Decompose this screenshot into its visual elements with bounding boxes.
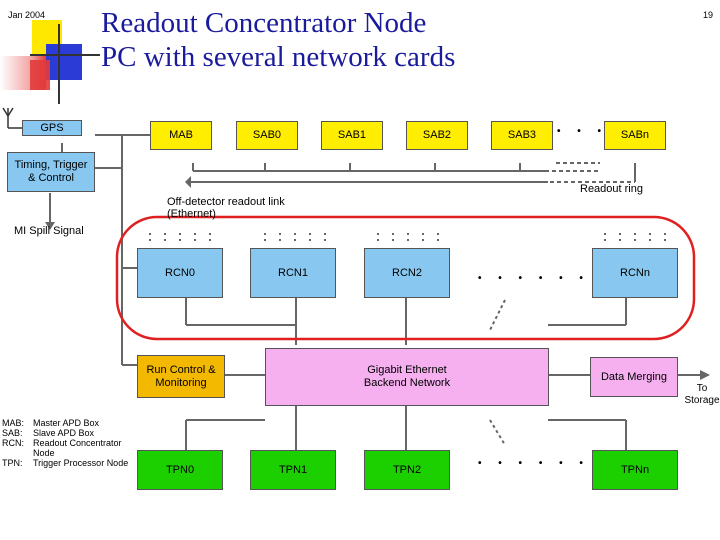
sab2-label: SAB2 <box>422 129 452 141</box>
legend-value: Readout Concentrator Node <box>33 438 122 458</box>
slide-title: Readout Concentrator Node PC with severa… <box>101 6 455 74</box>
run-control-label: Run Control & Monitoring <box>146 363 216 389</box>
legend-key: SAB: <box>2 428 23 438</box>
slide-page-number: 19 <box>703 10 714 20</box>
sab1-label: SAB1 <box>337 129 367 141</box>
tpn0-box: TPN0 <box>137 450 223 490</box>
legend-row: SAB: Slave APD Box <box>2 428 129 438</box>
readout-ring-label: Readout ring <box>580 183 643 195</box>
gps-box: GPS <box>22 120 82 136</box>
legend-row: RCN: Readout Concentrator Node <box>2 438 129 458</box>
data-merging-label: Data Merging <box>600 370 668 383</box>
to-storage-label: To Storage <box>684 383 720 406</box>
run-control-box: Run Control & Monitoring <box>137 355 225 398</box>
sab0-label: SAB0 <box>252 129 282 141</box>
tpn0-label: TPN0 <box>165 463 195 476</box>
legend-key: RCN: <box>2 438 24 448</box>
data-merging-box: Data Merging <box>590 357 678 397</box>
rcn1-label: RCN1 <box>278 266 308 279</box>
mab-label: MAB <box>169 129 193 141</box>
tpn1-label: TPN1 <box>278 463 308 476</box>
legend-value: Trigger Processor Node <box>33 458 129 468</box>
legend-key: TPN: <box>2 458 23 468</box>
tpn-ellipsis: • • • • • • <box>478 458 590 469</box>
title-line-2: PC with several network cards <box>101 41 456 73</box>
rcn2-label: RCN2 <box>392 266 422 279</box>
rcnn-label: RCNn <box>620 266 650 279</box>
legend-row: TPN: Trigger Processor Node <box>2 458 129 468</box>
rcn1-box: RCN1 <box>250 248 336 298</box>
tpnn-box: TPNn <box>592 450 678 490</box>
tpn2-label: TPN2 <box>392 463 422 476</box>
sab2-box: SAB2 <box>406 121 468 150</box>
corner-decoration <box>0 0 100 110</box>
rcn0-label: RCN0 <box>165 266 195 279</box>
sabn-label: SABn <box>620 129 650 141</box>
abbreviation-legend: MAB: Master APD Box SAB: Slave APD Box R… <box>2 418 129 468</box>
legend-value: Slave APD Box <box>33 428 95 438</box>
sab1-box: SAB1 <box>321 121 383 150</box>
tpn2-box: TPN2 <box>364 450 450 490</box>
legend-row: MAB: Master APD Box <box>2 418 129 428</box>
rcn-ellipsis: • • • • • • <box>478 273 590 284</box>
gigabit-label: Gigabit Ethernet Backend Network <box>363 364 451 389</box>
title-line-1: Readout Concentrator Node <box>101 7 427 39</box>
gps-label: GPS <box>40 121 64 134</box>
tpn1-box: TPN1 <box>250 450 336 490</box>
legend-value: Master APD Box <box>33 418 100 428</box>
sab0-box: SAB0 <box>236 121 298 150</box>
rcnn-box: RCNn <box>592 248 678 298</box>
off-detector-link-label: Off-detector readout link (Ethernet) <box>167 196 285 220</box>
rcn0-box: RCN0 <box>137 248 223 298</box>
rcn2-box: RCN2 <box>364 248 450 298</box>
mi-spill-signal-label: MI Spill Signal <box>14 225 84 237</box>
timing-trigger-control-box: Timing, Trigger & Control <box>7 152 95 192</box>
slide-date: Jan 2004 <box>8 10 46 20</box>
timing-label: Timing, Trigger & Control <box>14 159 88 184</box>
sab3-box: SAB3 <box>491 121 553 150</box>
sab3-label: SAB3 <box>507 129 537 141</box>
gigabit-network-box: Gigabit Ethernet Backend Network <box>265 348 549 406</box>
sab-ellipsis: • • • <box>557 126 609 137</box>
sabn-box: SABn <box>604 121 666 150</box>
mab-box: MAB <box>150 121 212 150</box>
tpnn-label: TPNn <box>620 463 650 476</box>
legend-key: MAB: <box>2 418 25 428</box>
